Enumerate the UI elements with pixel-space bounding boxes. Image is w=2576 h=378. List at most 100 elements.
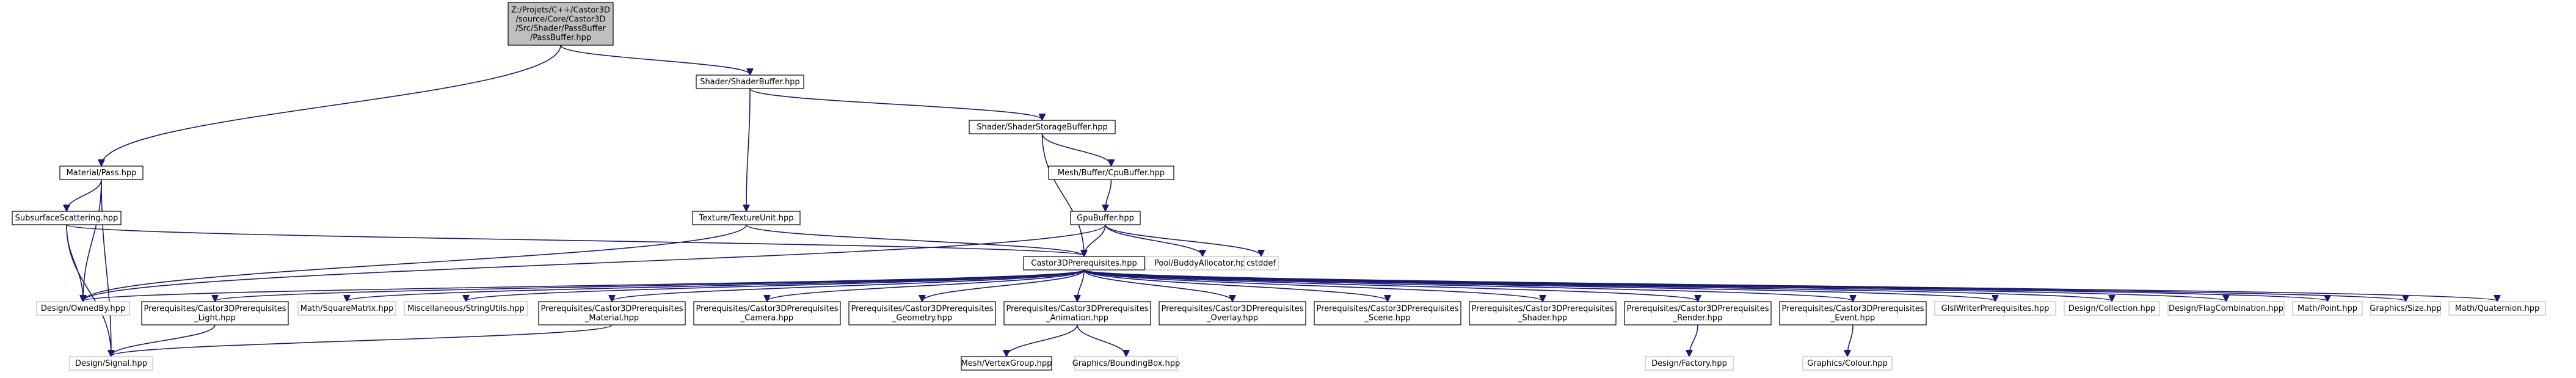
node-mesh-vertexgroup[interactable]: Mesh/VertexGroup.hpp (961, 356, 1052, 371)
node-label: _Render.hpp (1673, 314, 1722, 323)
node-box (1934, 301, 2056, 316)
node-texture-unit[interactable]: Texture/TextureUnit.hpp (692, 211, 801, 225)
edge-c3d_prereq-to-pr_geometry (922, 269, 1085, 301)
node-label: Texture/TextureUnit.hpp (699, 214, 794, 223)
node-pr-event[interactable]: Prerequisites/Castor3DPrerequisites_Even… (1779, 301, 1927, 325)
node-label: Math/Quaternion.hpp (2455, 304, 2539, 313)
edge-gpu_buffer-to-cstddef (1105, 224, 1261, 256)
node-label: Design/OwnedBy.hpp (41, 304, 125, 313)
edge-pr_render-to-design_factory (1689, 324, 1698, 356)
node-box (1469, 301, 1617, 325)
node-box (2370, 301, 2441, 316)
edge-shader_storage_buffer-to-cpu_buffer (1041, 133, 1112, 165)
node-pr-material[interactable]: Prerequisites/Castor3DPrerequisites_Mate… (538, 301, 686, 325)
node-box (141, 301, 289, 325)
edge-c3d_prereq-to-pr_render (1083, 269, 1698, 301)
node-box (1070, 211, 1141, 225)
edge-root-to-material_pass (101, 45, 561, 165)
node-label: _Shader.hpp (1518, 314, 1567, 323)
node-label: Design/Collection.hpp (2068, 304, 2155, 313)
node-pr-render[interactable]: Prerequisites/Castor3DPrerequisites_Rend… (1624, 301, 1772, 325)
node-label: Design/Factory.hpp (1651, 359, 1727, 368)
edge-material_pass-to-design_signal (101, 179, 111, 356)
node-label: Graphics/BoundingBox.hpp (1072, 359, 1181, 368)
node-root[interactable]: Z:/Projets/C++/Castor3D/source/Core/Cast… (508, 2, 614, 46)
node-shader-storage-buffer[interactable]: Shader/ShaderStorageBuffer.hpp (969, 120, 1116, 134)
edge-gpu_buffer-to-pool_buddy (1105, 224, 1202, 256)
edge-pr_animation-to-graphics_boundingbox (1077, 324, 1126, 356)
node-label: Z:/Projets/C++/Castor3D (511, 6, 610, 15)
node-math-point: Math/Point.hpp (2292, 301, 2363, 316)
node-label: _Camera.hpp (740, 314, 793, 323)
node-pool-buddy: Pool/BuddyAllocator.hpp (1145, 256, 1260, 271)
node-pr-light[interactable]: Prerequisites/Castor3DPrerequisites_Ligh… (141, 301, 289, 325)
node-glsl-writer: GlslWriterPrerequisites.hpp (1934, 301, 2056, 316)
node-label: Prerequisites/Castor3DPrerequisites (1626, 305, 1769, 314)
edge-pr_event-to-graphics_colour (1847, 324, 1854, 356)
edge-c3d_prereq-to-glsl_writer (1083, 269, 1995, 301)
node-label: Graphics/Size.hpp (2370, 304, 2441, 313)
node-label: GpuBuffer.hpp (1077, 214, 1134, 223)
node-shader-buffer[interactable]: Shader/ShaderBuffer.hpp (696, 75, 804, 89)
edge-texture_unit-to-c3d_prereq (746, 224, 1084, 256)
edge-pr_material-to-design_signal (111, 324, 613, 356)
node-label: Prerequisites/Castor3DPrerequisites (1161, 305, 1303, 314)
edge-material_pass-to-subsurface_scattering (67, 179, 102, 211)
node-pr-animation[interactable]: Prerequisites/Castor3DPrerequisites_Anim… (1003, 301, 1151, 325)
node-box (1159, 301, 1306, 325)
node-label: Graphics/Colour.hpp (1807, 359, 1888, 368)
node-pr-geometry[interactable]: Prerequisites/Castor3DPrerequisites_Geom… (848, 301, 996, 325)
node-box (1023, 256, 1145, 271)
node-box (1624, 301, 1772, 325)
node-cstddef: cstddef (1243, 256, 1279, 271)
edge-subsurface_scattering-to-c3d_prereq (66, 224, 1084, 256)
node-box (2292, 301, 2363, 316)
node-label: Prerequisites/Castor3DPrerequisites (851, 305, 993, 314)
node-c3d-prereq[interactable]: Castor3DPrerequisites.hpp (1023, 256, 1145, 271)
node-material-pass[interactable]: Material/Pass.hpp (59, 165, 144, 180)
node-pr-overlay[interactable]: Prerequisites/Castor3DPrerequisites_Over… (1159, 301, 1306, 325)
node-box (538, 301, 686, 325)
node-label: _Geometry.hpp (892, 314, 952, 323)
node-box (969, 120, 1116, 134)
node-design-signal: Design/Signal.hpp (69, 356, 153, 371)
edge-c3d_prereq-to-pr_material (612, 269, 1085, 301)
node-label: /PassBuffer.hpp (530, 34, 591, 43)
edge-shader_storage_buffer-to-c3d_prereq (1041, 133, 1085, 256)
node-pr-camera[interactable]: Prerequisites/Castor3DPrerequisites_Came… (693, 301, 841, 325)
node-label: Castor3DPrerequisites.hpp (1031, 259, 1137, 268)
edge-texture_unit-to-design_ownedby (83, 224, 747, 301)
node-box (2448, 301, 2546, 316)
node-box (12, 211, 122, 225)
node-label: _Event.hpp (1830, 314, 1876, 323)
node-design-ownedby: Design/OwnedBy.hpp (36, 301, 130, 316)
node-pr-shader[interactable]: Prerequisites/Castor3DPrerequisites_Shad… (1469, 301, 1617, 325)
node-label: Shader/ShaderBuffer.hpp (700, 78, 800, 87)
node-box (1645, 356, 1734, 371)
edge-subsurface_scattering-to-design_ownedby (66, 224, 83, 301)
node-cpu-buffer[interactable]: Mesh/Buffer/CpuBuffer.hpp (1048, 165, 1174, 180)
node-gpu-buffer[interactable]: GpuBuffer.hpp (1070, 211, 1141, 225)
node-label: Mesh/VertexGroup.hpp (961, 359, 1052, 368)
edge-cpu_buffer-to-gpu_buffer (1105, 179, 1112, 211)
node-pr-scene[interactable]: Prerequisites/Castor3DPrerequisites_Scen… (1314, 301, 1461, 325)
node-subsurface-scattering[interactable]: SubsurfaceScattering.hpp (12, 211, 122, 225)
node-box (1243, 256, 1279, 271)
node-label: Prerequisites/Castor3DPrerequisites (540, 305, 683, 314)
node-graphics-colour: Graphics/Colour.hpp (1802, 356, 1893, 371)
edge-c3d_prereq-to-pr_overlay (1083, 269, 1232, 301)
node-box (508, 2, 614, 46)
edge-pr_light-to-design_signal (111, 324, 216, 356)
node-label: Math/Point.hpp (2298, 304, 2357, 313)
node-layer: Z:/Projets/C++/Castor3D/source/Core/Cast… (12, 2, 2546, 371)
node-box (1074, 356, 1178, 371)
edge-subsurface_scattering-to-design_signal (66, 224, 111, 356)
edge-c3d_prereq-to-misc_stringutils (466, 269, 1085, 301)
node-label: Pool/BuddyAllocator.hpp (1154, 259, 1251, 268)
node-label: Design/Signal.hpp (75, 359, 147, 368)
node-label: Prerequisites/Castor3DPrerequisites (1471, 305, 1614, 314)
node-box (1314, 301, 1461, 325)
node-box (297, 301, 396, 316)
edge-material_pass-to-design_ownedby (83, 179, 102, 301)
